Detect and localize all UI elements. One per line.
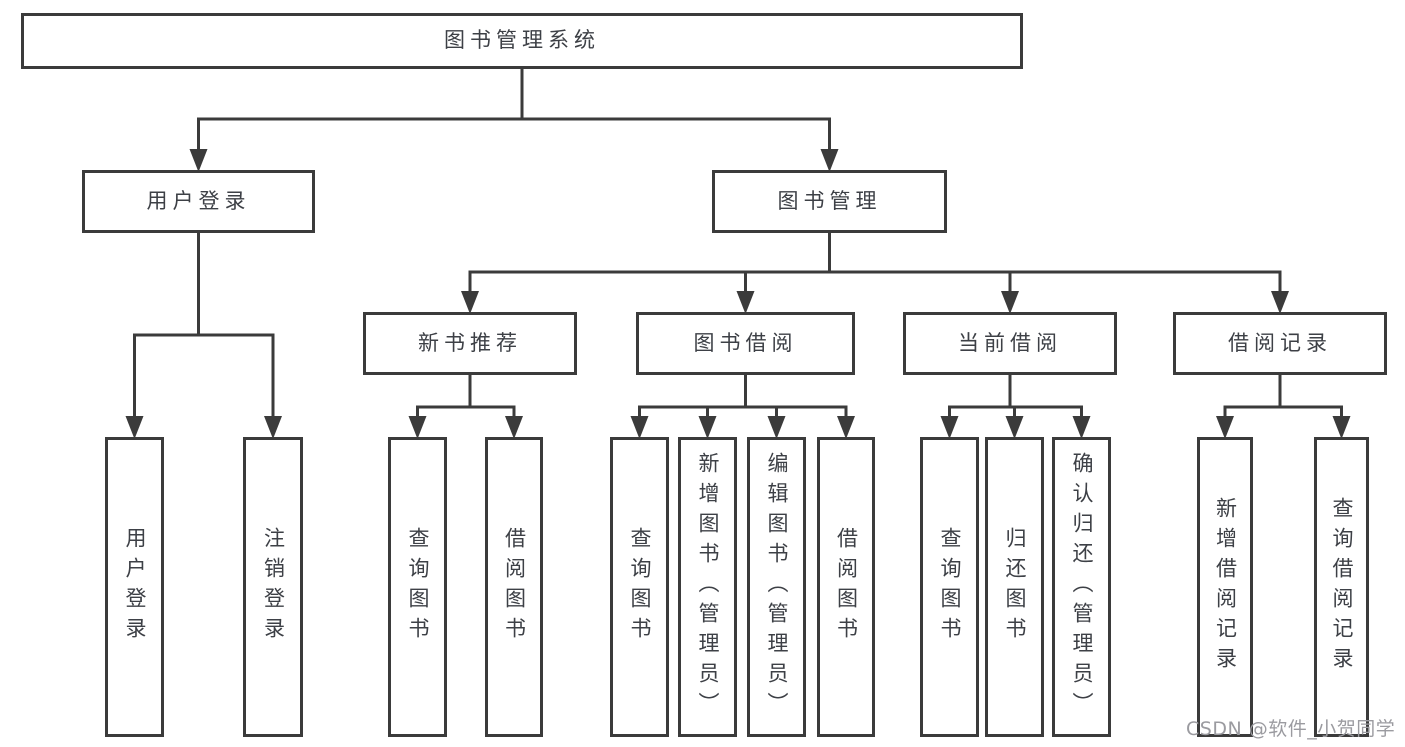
node-user-login: 用户登录 (82, 170, 315, 233)
node-label-user-login-action: 用户登录 (123, 527, 147, 647)
node-label-borrow-books-recommend: 借阅图书 (502, 527, 527, 647)
node-label-new-book-recommend: 新书推荐 (418, 330, 522, 355)
node-query-borrow-record: 查询借阅记录 (1314, 437, 1369, 737)
node-query-books-recommend: 查询图书 (388, 437, 447, 737)
node-confirm-return-admin: 确认归还（管理员） (1052, 437, 1111, 737)
node-user-login-action: 用户登录 (105, 437, 164, 737)
node-label-add-borrow-record: 新增借阅记录 (1213, 497, 1238, 677)
node-label-root: 图书管理系统 (444, 28, 600, 53)
node-label-book-borrowing: 图书借阅 (693, 330, 798, 355)
node-label-query-borrow-record: 查询借阅记录 (1330, 497, 1354, 677)
node-book-borrowing: 图书借阅 (636, 312, 855, 375)
node-current-borrowing: 当前借阅 (903, 312, 1117, 375)
node-label-return-books: 归还图书 (1003, 527, 1027, 647)
node-logout-action: 注销登录 (243, 437, 303, 737)
node-book-management: 图书管理 (712, 170, 947, 233)
node-add-borrow-record: 新增借阅记录 (1197, 437, 1253, 737)
node-borrow-books-recommend: 借阅图书 (485, 437, 543, 737)
node-label-query-books-recommend: 查询图书 (406, 527, 430, 647)
node-borrowing-records: 借阅记录 (1173, 312, 1387, 375)
node-label-borrow-books-borrowing: 借阅图书 (834, 527, 859, 647)
node-label-query-books-current: 查询图书 (938, 527, 962, 647)
node-label-add-books-admin: 新增图书（管理员） (696, 452, 720, 722)
node-label-book-management: 图书管理 (777, 188, 882, 213)
node-new-book-recommend: 新书推荐 (363, 312, 577, 375)
node-label-borrowing-records: 借阅记录 (1228, 330, 1332, 355)
node-query-books-current: 查询图书 (920, 437, 979, 737)
node-edit-books-admin: 编辑图书（管理员） (747, 437, 806, 737)
node-query-books-borrowing: 查询图书 (610, 437, 669, 737)
node-label-confirm-return-admin: 确认归还（管理员） (1070, 452, 1094, 722)
node-borrow-books-borrowing: 借阅图书 (817, 437, 875, 737)
watermark: CSDN @软件_小贺同学 (1186, 718, 1396, 740)
node-label-logout-action: 注销登录 (261, 527, 286, 647)
node-return-books: 归还图书 (985, 437, 1044, 737)
node-label-user-login: 用户登录 (146, 188, 251, 213)
node-label-current-borrowing: 当前借阅 (958, 330, 1062, 355)
node-root: 图书管理系统 (21, 13, 1023, 69)
node-add-books-admin: 新增图书（管理员） (678, 437, 737, 737)
node-label-edit-books-admin: 编辑图书（管理员） (765, 452, 789, 722)
node-label-query-books-borrowing: 查询图书 (628, 527, 652, 647)
